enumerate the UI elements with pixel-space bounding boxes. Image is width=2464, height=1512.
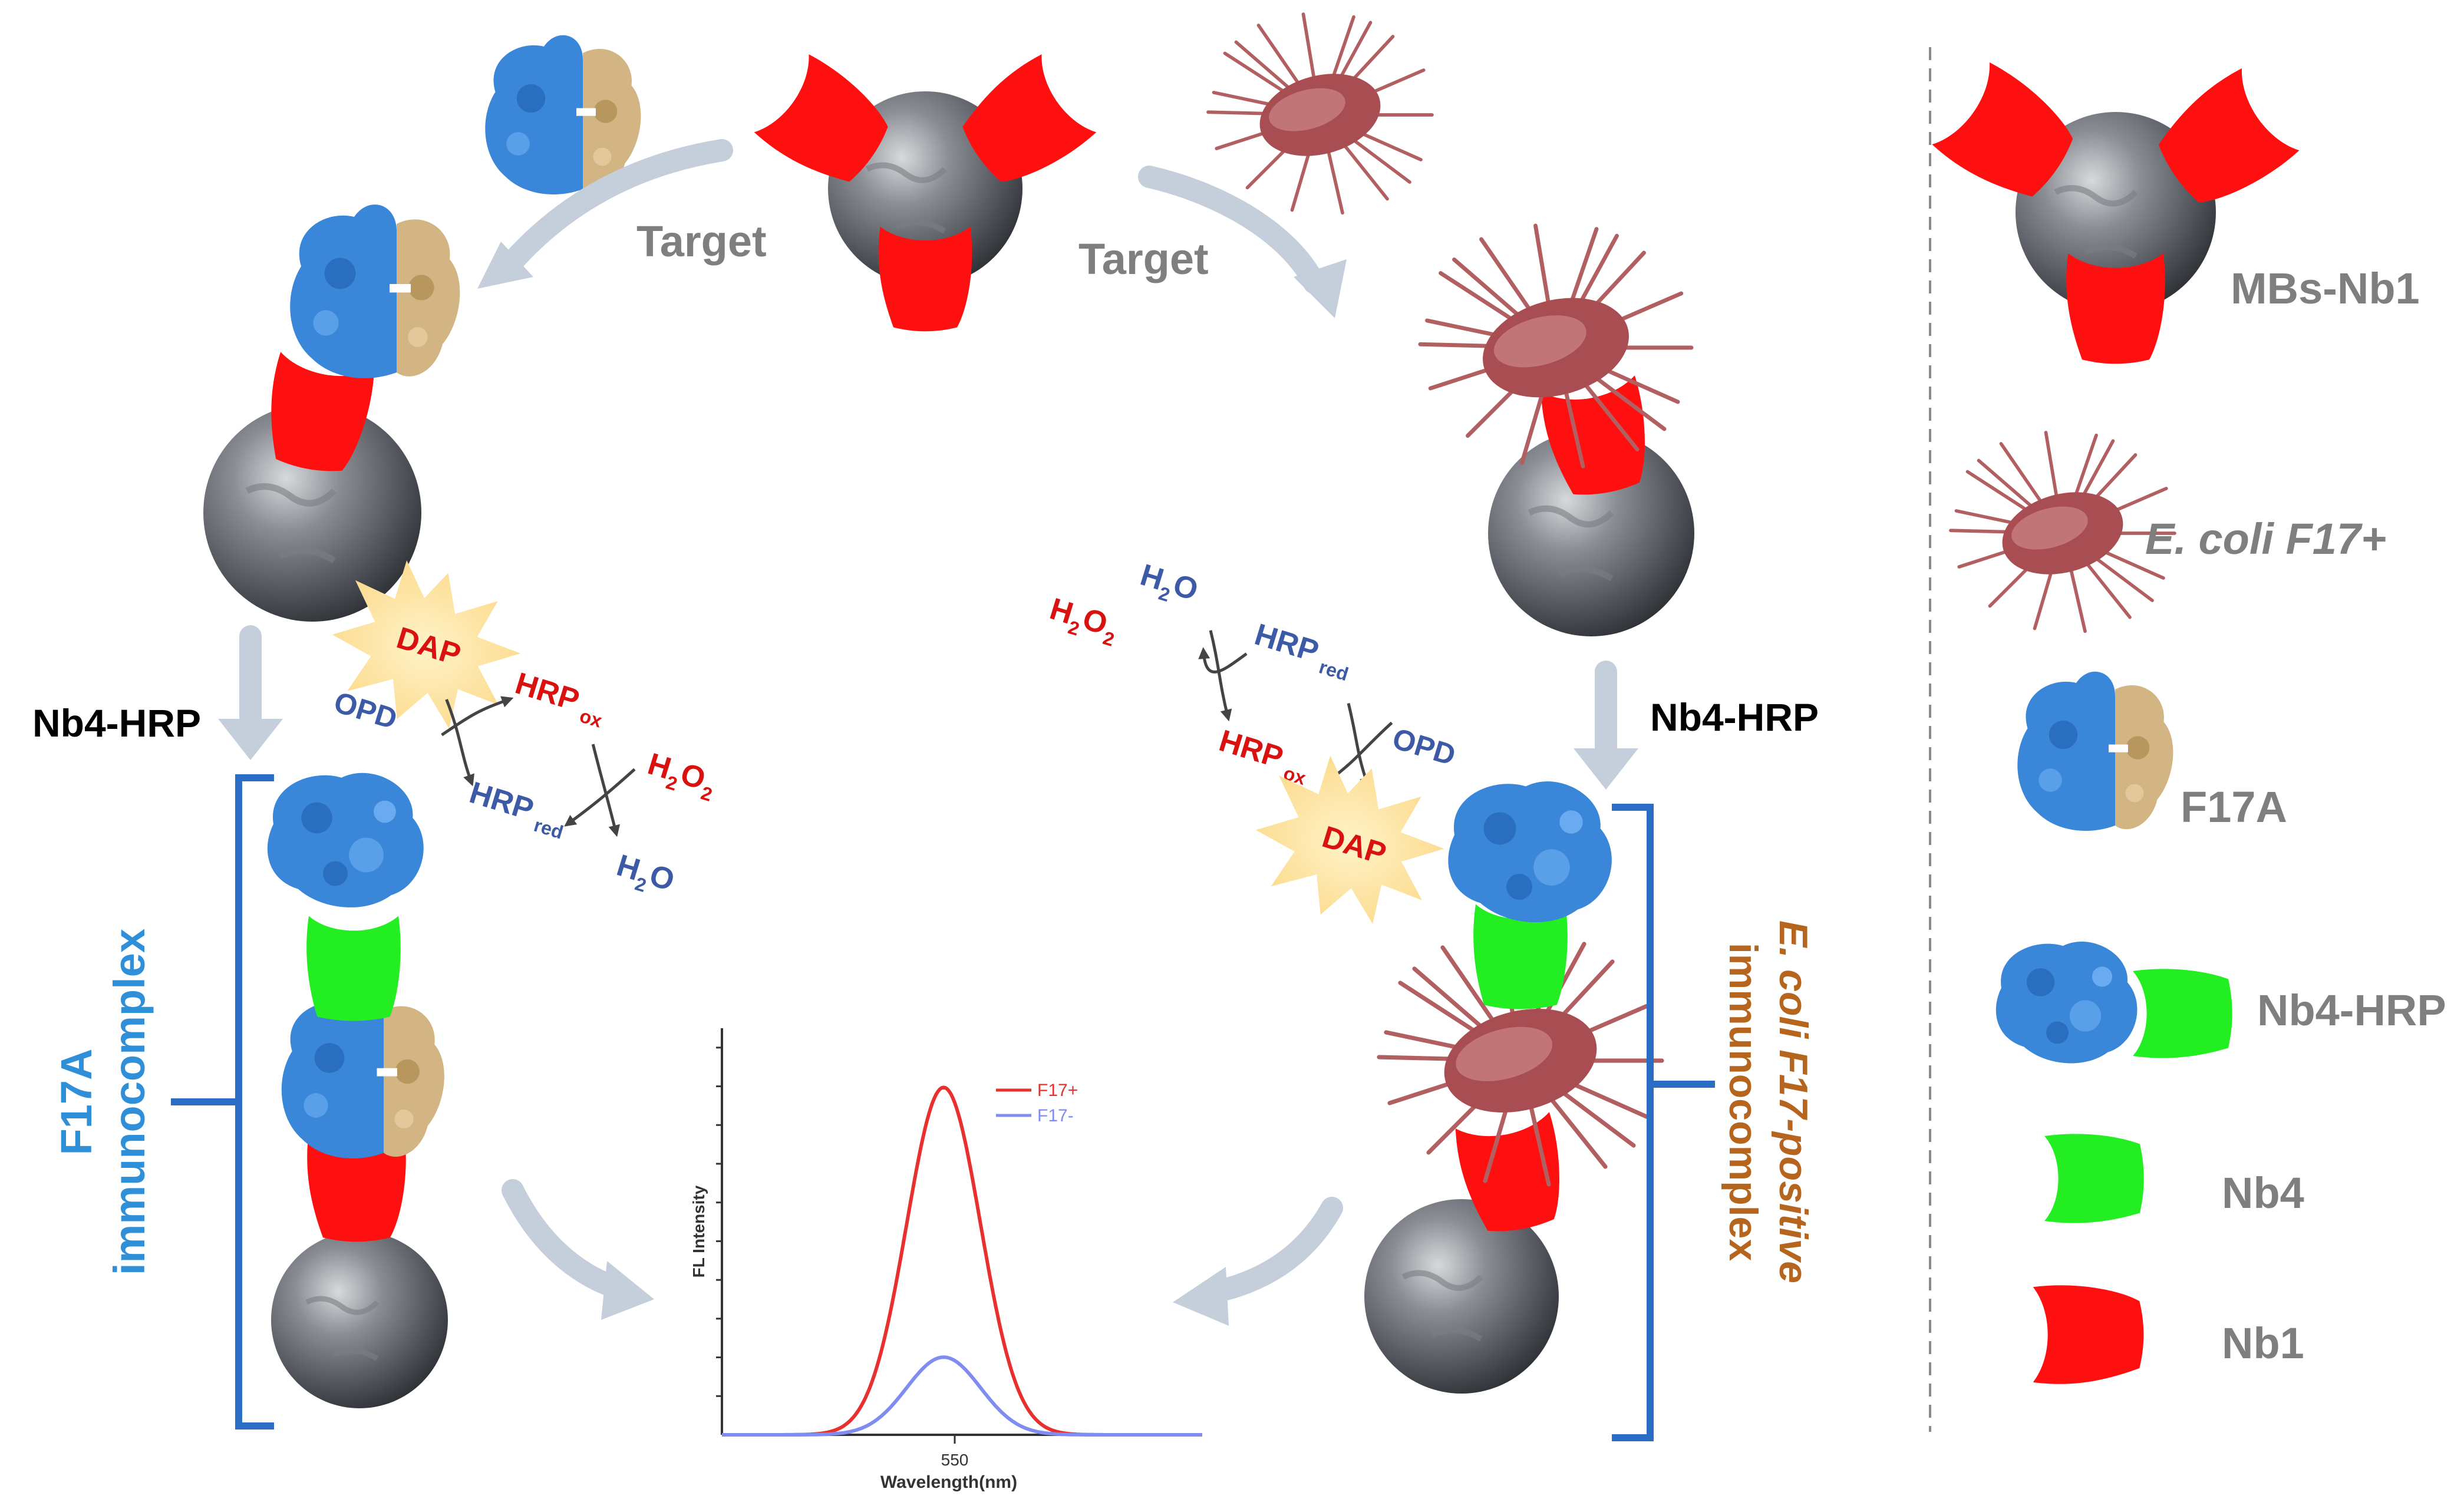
hrp-red-right: HRP red	[1251, 618, 1351, 685]
fl-spectrum-chart: 550 Wavelength(nm) FL Intensity F17+ F17…	[690, 1028, 1202, 1492]
y-axis-label: FL Intensity	[690, 1185, 708, 1277]
ecoli-immunocomplex-stack	[1364, 781, 1662, 1394]
target-right-label: Target	[1078, 235, 1209, 283]
nb4hrp-left-label: Nb4-HRP	[32, 701, 201, 745]
target-arrow-right	[1138, 166, 1325, 294]
svg-text:immunocomplex: immunocomplex	[1721, 943, 1766, 1261]
legend-label-nb1: Nb1	[2222, 1319, 2304, 1368]
legend-label-nb4-hrp: Nb4-HRP	[2257, 986, 2446, 1035]
svg-text:ox: ox	[577, 705, 604, 731]
target-left-label: Target	[636, 217, 767, 266]
svg-text:E. coli F17-positive: E. coli F17-positive	[1771, 920, 1816, 1283]
left-captured-complex	[203, 204, 460, 622]
target-arrow-left-head	[477, 242, 533, 289]
arrow-to-chart-right	[1197, 1197, 1343, 1305]
f17a-complex-label: F17A immunocomplex	[52, 929, 154, 1275]
y-ticks	[716, 1046, 722, 1397]
x-axis-label: Wavelength(nm)	[880, 1473, 1017, 1492]
hrp-ox-right: HRP ox	[1215, 724, 1308, 789]
nb4-icon	[2044, 1134, 2144, 1223]
h2o2-right: H 2 O 2	[1046, 592, 1117, 650]
nb4hrp-arrow-right-head	[1574, 748, 1638, 790]
f17a-immunocomplex-stack	[267, 772, 448, 1408]
arrow-to-chart-left-head	[601, 1261, 654, 1320]
legend-label-f17a: F17A	[2181, 783, 2287, 831]
left-bracket	[171, 774, 274, 1430]
f17a-icon	[2017, 671, 2173, 831]
h2o-left: H 2 O	[613, 849, 678, 898]
mbs-nb1-top	[753, 52, 1097, 332]
legend-label-f17-plus: F17+	[1037, 1081, 1078, 1100]
opd-right: OPD	[1388, 722, 1459, 772]
nb4hrp-right-label: Nb4-HRP	[1650, 695, 1819, 739]
hrp-ox-left: HRP ox	[512, 666, 605, 732]
target-arrow-right-head	[1294, 259, 1347, 318]
legend-panel: MBs-Nb1 E. coli F17+ F17A Nb4-HRP Nb4 Nb…	[1931, 61, 2446, 1384]
svg-text:O: O	[1169, 568, 1202, 608]
ecoli-complex-label: E. coli F17-positive immunocomplex	[1721, 920, 1816, 1283]
svg-text:immunocomplex: immunocomplex	[105, 929, 154, 1275]
dap-burst-left	[332, 560, 521, 729]
series-line-f17-plus	[722, 1085, 1202, 1437]
nb4hrp-arrow-left-head	[218, 719, 283, 760]
nb4-hrp-icon	[1995, 941, 2232, 1064]
hrp-red-left: HRP red	[466, 775, 566, 843]
svg-text:HRP: HRP	[512, 666, 583, 718]
svg-text:F17A: F17A	[52, 1049, 101, 1156]
svg-text:red: red	[1317, 656, 1351, 685]
target-arrow-left	[496, 139, 733, 279]
chart-legend: F17+ F17-	[996, 1081, 1078, 1125]
svg-text:HRP: HRP	[1215, 724, 1287, 775]
ecoli-icon	[1951, 433, 2175, 631]
bacterium-top	[1208, 14, 1432, 213]
right-bracket	[1612, 804, 1715, 1441]
dap-burst-right	[1255, 755, 1444, 925]
svg-text:O: O	[645, 858, 678, 897]
legend-label-nb4: Nb4	[2222, 1168, 2304, 1217]
legend-label-f17-minus: F17-	[1037, 1106, 1074, 1125]
svg-text:red: red	[532, 814, 566, 843]
series-line-f17-minus	[722, 1355, 1202, 1437]
nb1-icon	[2033, 1285, 2144, 1384]
legend-label-mbs-nb1: MBs-Nb1	[2231, 264, 2420, 313]
svg-text:HRP: HRP	[1251, 618, 1322, 669]
svg-text:HRP: HRP	[466, 775, 537, 827]
right-reaction-scheme: H 2 O 2 H 2 O HRP red HRP ox OPD DAP	[1046, 558, 1459, 925]
mbs-nb1-icon	[1931, 61, 2301, 364]
h2o-right: H 2 O	[1136, 558, 1202, 608]
x-tick-label-550: 550	[941, 1451, 969, 1469]
h2o2-left: H 2 O 2	[644, 747, 714, 805]
right-captured-complex	[1420, 226, 1694, 636]
legend-label-ecoli: E. coli F17+	[2145, 514, 2386, 563]
arrow-to-chart-right-head	[1173, 1267, 1229, 1326]
opd-left: OPD	[330, 685, 401, 735]
